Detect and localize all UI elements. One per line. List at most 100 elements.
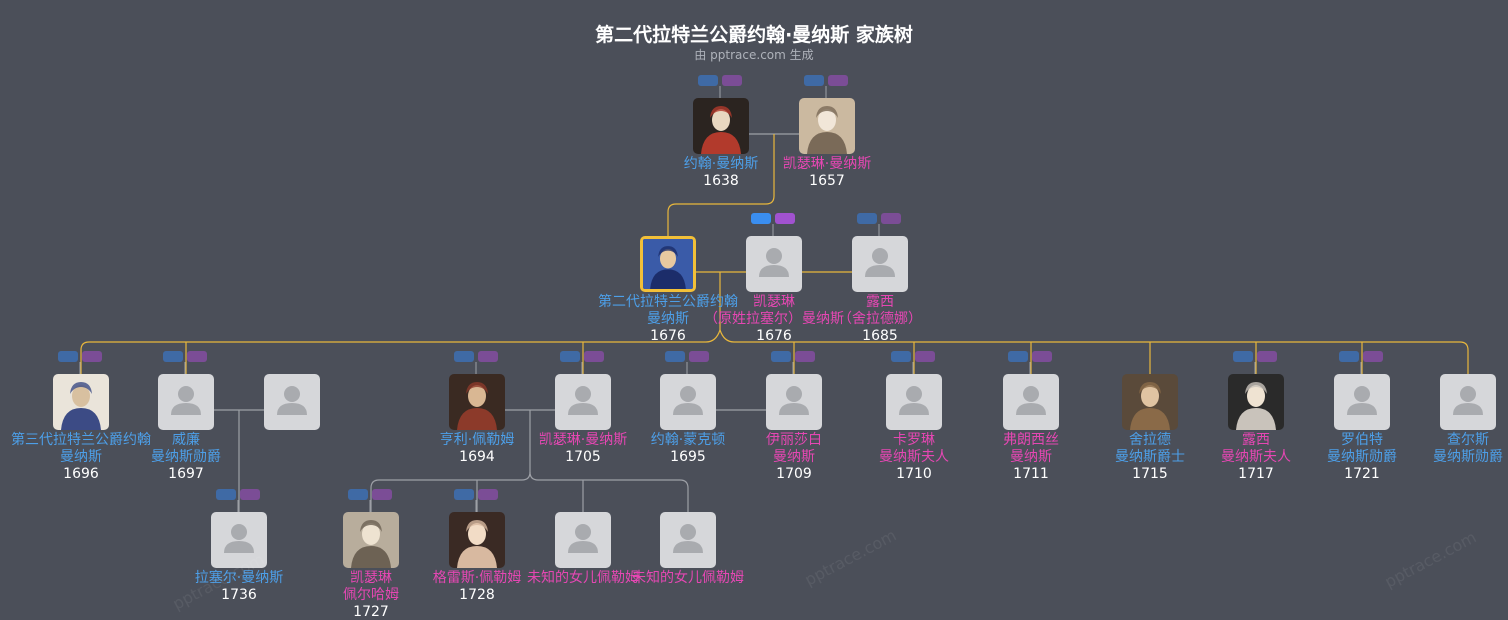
page-subtitle: 由 pptrace.com 生成 (694, 48, 814, 62)
person-card-catherine_ph[interactable] (343, 512, 399, 568)
person-name-charles[interactable]: 曼纳斯勋爵 (1433, 449, 1503, 465)
person-card-robert[interactable] (1334, 374, 1390, 430)
mother-toggle-robert[interactable] (1363, 351, 1383, 362)
person-name-elizabeth[interactable]: 曼纳斯 (773, 449, 815, 465)
person-name-catherine_r[interactable]: （原姓拉塞尔）曼纳斯 (704, 311, 844, 327)
person-card-duke2[interactable] (640, 236, 696, 292)
father-toggle-lucy[interactable] (857, 213, 877, 224)
person-name-catherine_sr[interactable]: 凯瑟琳·曼纳斯 (782, 156, 872, 172)
father-toggle-elizabeth[interactable] (771, 351, 791, 362)
person-card-unk2[interactable] (660, 512, 716, 568)
person-card-unk1[interactable] (555, 512, 611, 568)
mother-toggle-catherine_sr[interactable] (828, 75, 848, 86)
person-name-duke2[interactable]: 曼纳斯 (647, 311, 689, 327)
descent-line-henry-left (370, 410, 531, 512)
person-name-russell[interactable]: 拉塞尔·曼纳斯 (194, 570, 284, 586)
mother-toggle-catherine_r[interactable] (775, 213, 795, 224)
person-name-robert[interactable]: 曼纳斯勋爵 (1327, 449, 1397, 465)
person-name-john_mont[interactable]: 约翰·蒙克顿 (650, 432, 726, 448)
person-name-duke2[interactable]: 第二代拉特兰公爵约翰 (598, 294, 738, 310)
person-card-grace[interactable] (449, 512, 505, 568)
person-name-henry[interactable]: 亨利·佩勒姆 (439, 432, 515, 448)
person-card-catherine_r[interactable] (746, 236, 802, 292)
father-toggle-catherine_sr[interactable] (804, 75, 824, 86)
portrait-image (343, 512, 399, 568)
portrait-image (799, 98, 855, 154)
mother-toggle-henry[interactable] (478, 351, 498, 362)
person-card-henry[interactable] (449, 374, 505, 430)
person-card-lucy[interactable] (852, 236, 908, 292)
person-name-william[interactable]: 曼纳斯勋爵 (151, 449, 221, 465)
mother-toggle-john_mont[interactable] (689, 351, 709, 362)
mother-toggle-duke3[interactable] (82, 351, 102, 362)
father-toggle-william[interactable] (163, 351, 183, 362)
person-name-sherard[interactable]: 曼纳斯爵士 (1115, 449, 1185, 465)
person-card-sherard[interactable] (1122, 374, 1178, 430)
person-birth-year-henry: 1694 (459, 449, 495, 465)
person-card-caroline[interactable] (886, 374, 942, 430)
person-name-lucy2[interactable]: 露西 (1242, 432, 1270, 448)
person-card-catherine_p[interactable] (555, 374, 611, 430)
father-toggle-john_mont[interactable] (665, 351, 685, 362)
person-name-lucy[interactable]: 露西 (866, 294, 894, 310)
person-name-grace[interactable]: 格雷斯·佩勒姆 (432, 570, 522, 586)
person-name-unk1[interactable]: 未知的女儿佩勒姆 (527, 570, 639, 586)
person-name-frances[interactable]: 弗朗西丝 (1003, 432, 1059, 448)
mother-toggle-caroline[interactable] (915, 351, 935, 362)
father-toggle-catherine_ph[interactable] (348, 489, 368, 500)
mother-toggle-catherine_ph[interactable] (372, 489, 392, 500)
father-toggle-robert[interactable] (1339, 351, 1359, 362)
person-name-frances[interactable]: 曼纳斯 (1010, 449, 1052, 465)
person-name-caroline[interactable]: 卡罗琳 (893, 432, 935, 448)
person-name-catherine_ph[interactable]: 凯瑟琳 (350, 570, 392, 586)
person-name-duke3[interactable]: 第三代拉特兰公爵约翰 (11, 432, 151, 448)
person-card-frances[interactable] (1003, 374, 1059, 430)
father-toggle-henry[interactable] (454, 351, 474, 362)
mother-toggle-frances[interactable] (1032, 351, 1052, 362)
person-card-elizabeth[interactable] (766, 374, 822, 430)
portrait-image (449, 374, 505, 430)
person-card-catherine_sr[interactable] (799, 98, 855, 154)
person-card-lucy2[interactable] (1228, 374, 1284, 430)
mother-toggle-grace[interactable] (478, 489, 498, 500)
father-toggle-john_sr[interactable] (698, 75, 718, 86)
mother-toggle-elizabeth[interactable] (795, 351, 815, 362)
person-card-russell[interactable] (211, 512, 267, 568)
person-name-elizabeth[interactable]: 伊丽莎白 (766, 432, 822, 448)
mother-toggle-william[interactable] (187, 351, 207, 362)
mother-toggle-john_sr[interactable] (722, 75, 742, 86)
father-toggle-catherine_r[interactable] (751, 213, 771, 224)
person-card-william_sp[interactable] (264, 374, 320, 430)
person-name-charles[interactable]: 查尔斯 (1447, 432, 1489, 448)
person-name-catherine_r[interactable]: 凯瑟琳 (753, 294, 795, 310)
father-toggle-catherine_p[interactable] (560, 351, 580, 362)
person-name-robert[interactable]: 罗伯特 (1341, 432, 1383, 448)
mother-toggle-lucy2[interactable] (1257, 351, 1277, 362)
person-card-john_sr[interactable] (693, 98, 749, 154)
person-card-john_mont[interactable] (660, 374, 716, 430)
mother-toggle-russell[interactable] (240, 489, 260, 500)
person-birth-year-lucy: 1685 (862, 328, 898, 344)
person-name-caroline[interactable]: 曼纳斯夫人 (879, 449, 949, 465)
mother-toggle-lucy[interactable] (881, 213, 901, 224)
person-name-duke3[interactable]: 曼纳斯 (60, 449, 102, 465)
father-toggle-frances[interactable] (1008, 351, 1028, 362)
person-name-william[interactable]: 威廉 (172, 432, 200, 448)
person-name-catherine_p[interactable]: 凯瑟琳·曼纳斯 (538, 432, 628, 448)
person-card-duke3[interactable] (53, 374, 109, 430)
person-card-charles[interactable] (1440, 374, 1496, 430)
father-toggle-russell[interactable] (216, 489, 236, 500)
person-card-william[interactable] (158, 374, 214, 430)
father-toggle-duke3[interactable] (58, 351, 78, 362)
person-name-lucy[interactable]: （舍拉德娜） (838, 311, 922, 327)
mother-toggle-catherine_p[interactable] (584, 351, 604, 362)
person-name-unk2[interactable]: 未知的女儿佩勒姆 (632, 570, 744, 586)
father-toggle-lucy2[interactable] (1233, 351, 1253, 362)
person-name-catherine_ph[interactable]: 佩尔哈姆 (343, 587, 399, 603)
person-name-sherard[interactable]: 舍拉德 (1129, 432, 1171, 448)
person-birth-year-catherine_p: 1705 (565, 449, 601, 465)
person-name-john_sr[interactable]: 约翰·曼纳斯 (683, 156, 759, 172)
person-name-lucy2[interactable]: 曼纳斯夫人 (1221, 449, 1291, 465)
father-toggle-grace[interactable] (454, 489, 474, 500)
father-toggle-caroline[interactable] (891, 351, 911, 362)
